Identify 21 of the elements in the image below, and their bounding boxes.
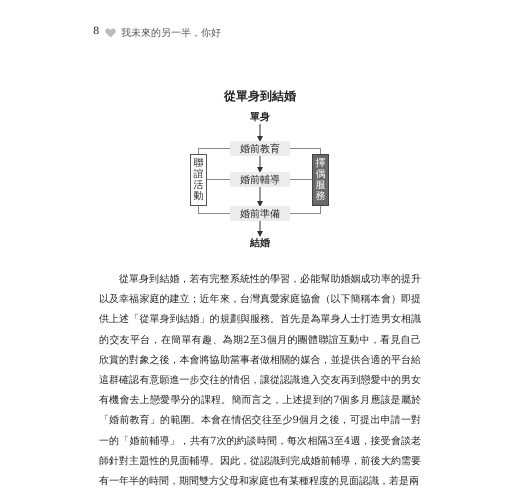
- process-box: 婚前輔導: [230, 172, 290, 187]
- arrow: [257, 220, 263, 237]
- connector-line: [290, 206, 321, 214]
- running-header: 我未來的另一半，你好: [121, 26, 221, 40]
- arrow: [257, 156, 263, 173]
- connector-line: [206, 179, 230, 180]
- process-box: 婚前教育: [230, 141, 290, 156]
- connector-line: [290, 179, 312, 180]
- connector-line: [290, 148, 321, 154]
- connector-line: [198, 148, 230, 154]
- body-paragraph: 從單身到結婚，若有完整系統性的學習，必能幫助婚姻成功率的提升以及幸福家庭的建立；近年來，台灣真愛家庭協會（以下簡稱本會）即提供上述「從單身到結婚」的規劃與服務。首先是為單身人士打造男女相識的交友平台，在簡單有趣、為期2至3個月的團體聯誼互動中，看見自己欣賞的對象之後，本會將協助當事者做相關的媒合，並提供合適的平台給這群確認有意願進一步交往的情侶，讓從認識進入交友再到戀愛中的男女有機會去上戀愛學分的課程。簡而言之，上述提到的7個多月應該是屬於「婚前教育」的範圍。本會在情侶交往至少9個月之後，可提出申請一對一的「婚前輔導」，共有7次的約談時間，每次相隔3至4週，接受會談老師針對主題性的見面輔導。因此，從認識到完成婚前輔導，前後大約需要有一年半的時間，期間雙方父母和家庭也有某種程度的見面認識，若是兩: [99, 272, 421, 490]
- arrow: [257, 186, 263, 207]
- connector-line: [198, 206, 230, 214]
- start-label: 單身: [243, 110, 277, 124]
- arrow: [257, 124, 263, 142]
- diagram-title: 從單身到結婚: [222, 88, 297, 105]
- page-number: 8: [93, 26, 100, 37]
- process-box: 婚前準備: [230, 206, 290, 221]
- side-box: 聯誼活動: [190, 154, 207, 206]
- end-label: 結婚: [243, 236, 277, 250]
- side-box: 擇偶服務: [312, 154, 329, 206]
